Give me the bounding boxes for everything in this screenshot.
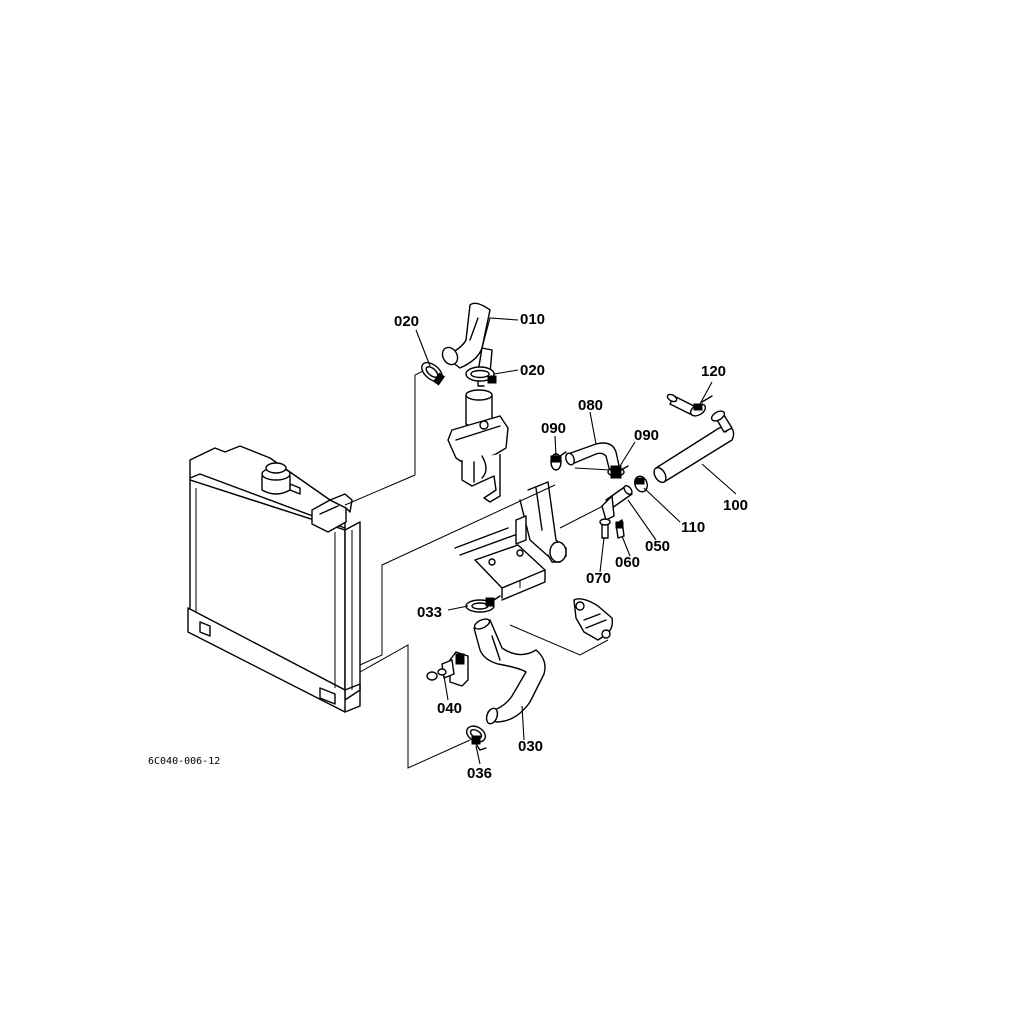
upper-hose xyxy=(441,302,493,375)
label-033: 033 xyxy=(417,604,442,621)
label-010: 010 xyxy=(520,311,545,328)
water-pump-inlet xyxy=(573,598,614,641)
label-080: 080 xyxy=(578,397,603,414)
engine-bracket xyxy=(454,481,567,601)
hose-clamp-090-right xyxy=(607,465,629,479)
connection-lines xyxy=(344,369,611,769)
label-030: 030 xyxy=(518,738,543,755)
thermostat-housing xyxy=(447,389,509,503)
label-036: 036 xyxy=(467,765,492,782)
diagram-reference-code: 6C040-006-12 xyxy=(148,756,220,767)
label-020-right: 020 xyxy=(520,362,545,379)
label-090-right: 090 xyxy=(634,427,659,444)
label-020-left: 020 xyxy=(394,313,419,330)
fitting-050 xyxy=(601,485,633,521)
hose-clamp-090-left xyxy=(550,451,567,471)
label-050: 050 xyxy=(645,538,670,555)
bolt-070 xyxy=(599,518,611,539)
lower-hose-030 xyxy=(473,618,546,725)
hose-clamp-020-left xyxy=(421,361,446,386)
hose-clamp-036 xyxy=(465,725,487,751)
label-070: 070 xyxy=(586,570,611,587)
leader-lines xyxy=(415,317,737,765)
label-100: 100 xyxy=(723,497,748,514)
label-090-left: 090 xyxy=(541,420,566,437)
hose-100 xyxy=(653,410,735,484)
radiator xyxy=(187,445,361,713)
bracket-040 xyxy=(426,651,469,687)
fitting-120 xyxy=(666,393,713,417)
hose-clamp-033 xyxy=(465,595,501,613)
part-labels: 010 020 020 080 090 090 120 100 110 050 … xyxy=(394,311,748,782)
label-110: 110 xyxy=(681,519,705,536)
bolt-060 xyxy=(615,519,625,539)
label-120: 120 xyxy=(701,363,726,380)
hose-clamp-020-right xyxy=(465,366,497,387)
label-040: 040 xyxy=(437,700,462,717)
bypass-hose-080 xyxy=(565,442,621,473)
label-060: 060 xyxy=(615,554,640,571)
